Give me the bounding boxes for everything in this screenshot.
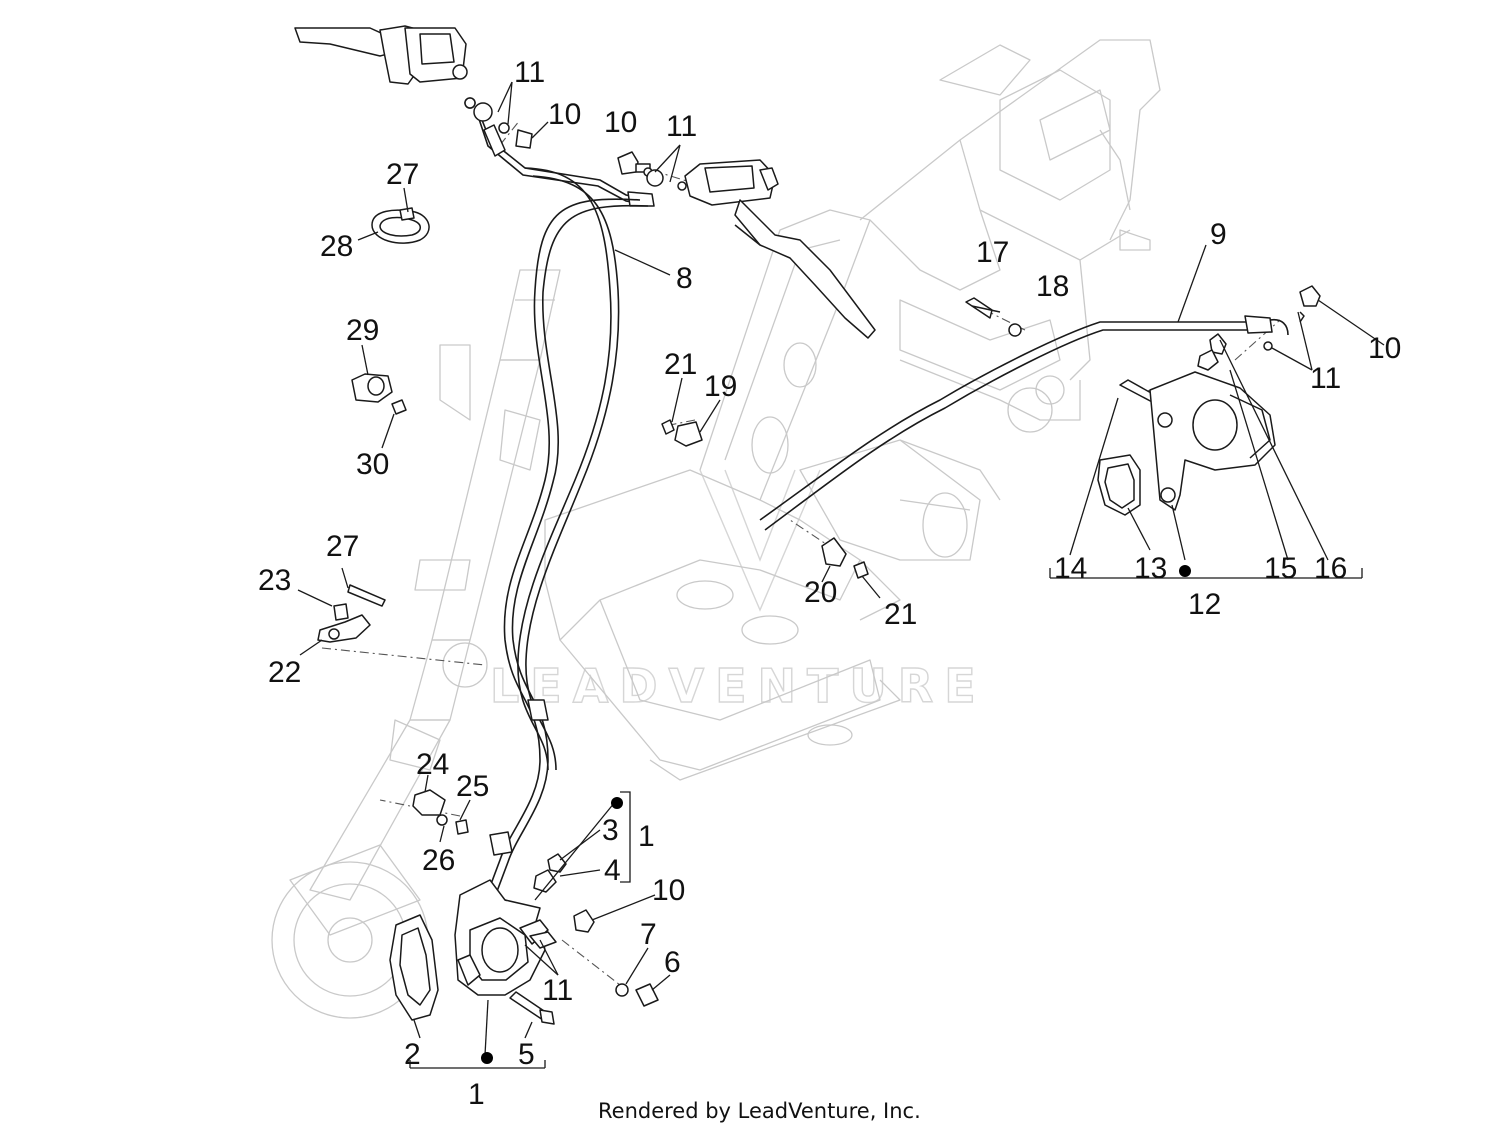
callout-c28: 28 [320,230,353,263]
front-brake-lever [294,25,476,109]
callout-c11d: 11 [542,974,573,1007]
callout-c1a: 1 [638,820,655,853]
callout-c8: 8 [676,262,693,295]
callout-c2: 2 [404,1038,421,1071]
callout-c21a: 21 [664,348,697,381]
callout-c23: 23 [258,564,291,597]
rear-brake-lever [684,159,876,339]
callout-c15: 15 [1264,552,1297,585]
callout-c26: 26 [422,844,455,877]
callout-c17: 17 [976,236,1009,269]
callout-c22: 22 [268,656,301,689]
assembly-dot-front [481,1052,493,1064]
callout-c6: 6 [664,946,681,979]
callout-c25: 25 [456,770,489,803]
callout-c20: 20 [804,576,837,609]
assembly-dot-rear [1179,565,1191,577]
callout-c5: 5 [518,1038,535,1071]
rear-brake-caliper [1097,371,1276,516]
callout-c27b: 27 [326,530,359,563]
callout-c12: 12 [1188,588,1221,621]
callout-c21b: 21 [884,598,917,631]
front-brake-caliper [389,879,557,1021]
callout-c19: 19 [704,370,737,403]
callout-c10b: 10 [604,106,637,139]
hardware [317,97,1321,1025]
footer-credit: Rendered by LeadVenture, Inc. [598,1099,921,1123]
callout-c4: 4 [604,854,621,887]
callout-c13: 13 [1134,552,1167,585]
watermark-text: LEADVENTURE [490,659,987,713]
callout-c10d: 10 [652,874,685,907]
callout-c14: 14 [1054,552,1087,585]
callout-c16: 16 [1314,552,1347,585]
leader-lines [297,81,1385,1069]
assembly-dot-bracket [611,797,623,809]
front-brake-hose [477,109,655,903]
callout-c18: 18 [1036,270,1069,303]
watermark-logo [699,469,821,612]
callout-c11c: 11 [1310,362,1341,395]
callout-c27a: 27 [386,158,419,191]
callout-c3: 3 [602,814,619,847]
callout-c10c: 10 [1368,332,1401,365]
rear-brake-hose [759,315,1289,531]
callout-c1b: 1 [468,1078,485,1111]
scooter-frame [271,39,1161,1019]
callout-c9: 9 [1210,218,1227,251]
callout-labels: 11 10 10 11 27 28 8 29 30 21 19 17 18 9 … [258,56,1401,1111]
callout-c24: 24 [416,748,449,781]
callout-c30: 30 [356,448,389,481]
callout-c10a: 10 [548,98,581,131]
callout-c29: 29 [346,314,379,347]
callout-c11b: 11 [666,110,697,143]
callout-c7: 7 [640,918,657,951]
callout-c11a: 11 [514,56,545,89]
